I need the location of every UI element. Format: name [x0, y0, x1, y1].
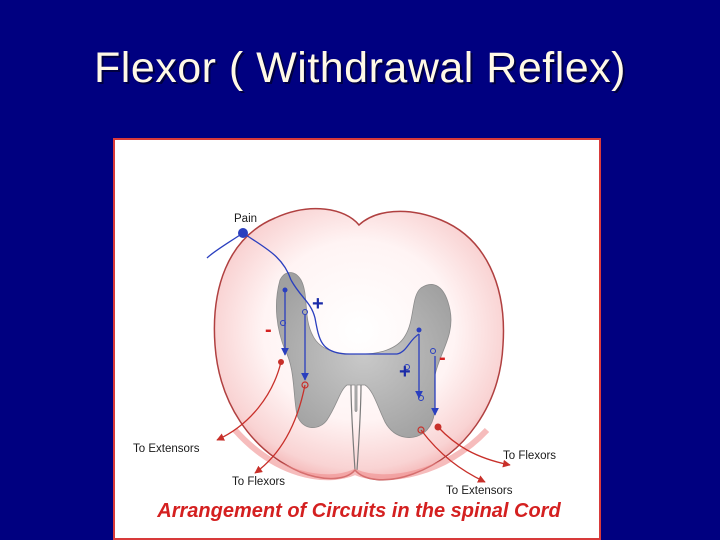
- label-to-extensors-right: To Extensors: [446, 485, 513, 497]
- inhibitory-sign-left: -: [265, 319, 272, 341]
- label-to-flexors-left: To Flexors: [232, 476, 285, 488]
- motor-neuron: [417, 426, 425, 434]
- excitatory-sign-mid: +: [399, 361, 411, 383]
- efferent-to-extensors-left: [216, 361, 282, 441]
- efferent-to-flexors-left: [254, 384, 306, 474]
- interneuron: [430, 348, 436, 354]
- interneuron: [416, 327, 422, 333]
- interneuron: [302, 309, 308, 315]
- cord-lower-band: [232, 427, 490, 481]
- ventral-fissure: [350, 384, 362, 471]
- spinal-cord-figure: + - + - Pain To Extensors To Flexors To …: [113, 138, 601, 540]
- interneuron: [280, 320, 286, 326]
- label-pain: Pain: [234, 213, 257, 225]
- excitatory-sign-top: +: [312, 293, 324, 315]
- efferent-to-flexors-right: [437, 426, 511, 468]
- interneuron: [418, 395, 424, 401]
- spinal-cord-diagram: + - + - Pain To Extensors To Flexors To …: [133, 207, 556, 497]
- efferent-to-extensors-right: [420, 429, 486, 483]
- figure-caption: Arrangement of Circuits in the spinal Co…: [157, 500, 561, 522]
- afferent-pain-fiber: [206, 232, 292, 281]
- label-to-flexors-right: To Flexors: [503, 450, 556, 462]
- interneuron: [404, 364, 410, 370]
- interneuron: [282, 287, 288, 293]
- slide-title: Flexor ( Withdrawal Reflex): [94, 44, 626, 92]
- afferent-main-branch: [290, 279, 420, 355]
- inhibitory-sign-right: -: [439, 347, 446, 369]
- label-to-extensors-left: To Extensors: [133, 443, 200, 455]
